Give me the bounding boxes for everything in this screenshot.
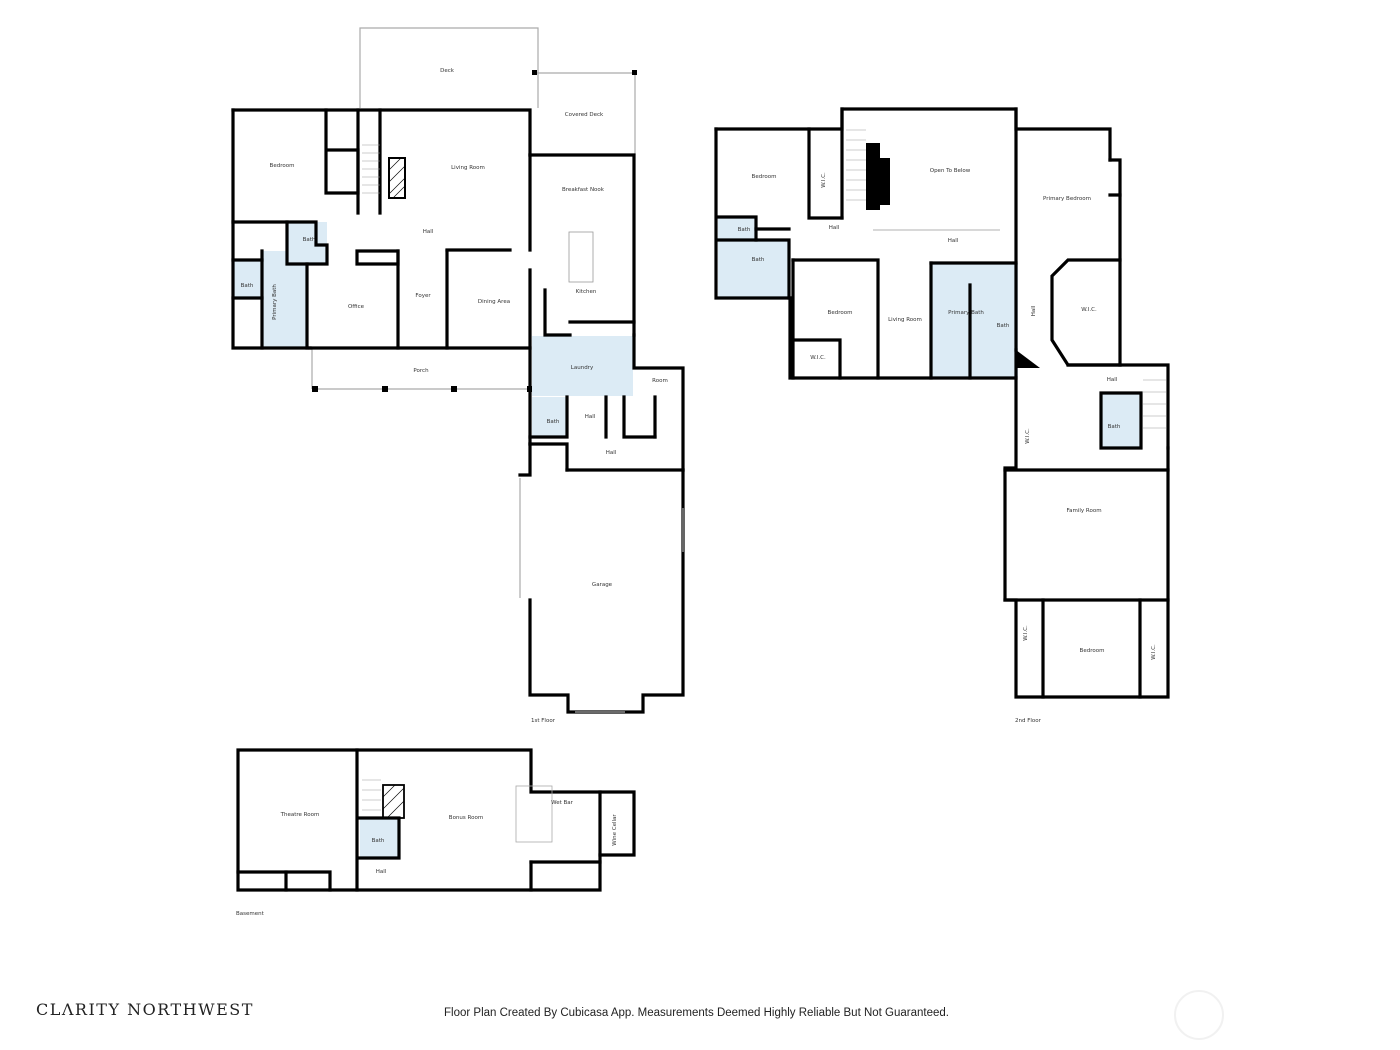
room-label-bath-basement: Bath	[371, 838, 385, 844]
floor-label-2nd: 2nd Floor	[1015, 718, 1041, 724]
room-label-deck: Deck	[440, 68, 454, 74]
room-label-dining-area: Dining Area	[477, 299, 511, 305]
floor-label-1st: 1st Floor	[531, 718, 555, 724]
first-floor-plan	[231, 27, 685, 714]
room-label-hall: Hall	[422, 229, 434, 235]
basement-plan	[236, 748, 636, 892]
disclaimer-text: Floor Plan Created By Cubicasa App. Meas…	[444, 1007, 949, 1019]
room-label-hall-vert: Hall	[1031, 305, 1037, 317]
room-label-wic-primary: W.I.C.	[1081, 307, 1097, 313]
room-label-laundry: Laundry	[570, 365, 594, 371]
room-label-theatre-room: Theatre Room	[280, 812, 320, 818]
second-floor-plan	[714, 107, 1170, 699]
floor-label-basement: Basement	[236, 911, 264, 917]
room-label-hall-basement: Hall	[375, 869, 387, 875]
room-label-bath-left: Bath	[240, 283, 254, 289]
room-label-bedroom-nw: Bedroom	[751, 174, 777, 180]
room-label-primary-bedroom: Primary Bedroom	[1043, 196, 1091, 202]
room-label-garage: Garage	[591, 582, 613, 588]
room-label-open-to-below: Open To Below	[929, 168, 971, 174]
room-label-wine-cellar: Wine Cellar	[612, 814, 618, 846]
room-label-bedroom-s: Bedroom	[1079, 648, 1105, 654]
room-label-hall-ne: Hall	[1106, 377, 1118, 383]
room-label-bath-small: Bath	[737, 227, 751, 233]
room-label-hall-e: Hall	[947, 238, 959, 244]
room-label-covered-deck: Covered Deck	[564, 112, 604, 118]
room-label-hall-small: Hall	[584, 414, 596, 420]
room-label-hall-lower: Hall	[605, 450, 617, 456]
room-label-breakfast-nook: Breakfast Nook	[562, 187, 604, 193]
room-label-kitchen: Kitchen	[575, 289, 597, 295]
room-label-primary-bath-2: Primary Bath	[948, 310, 984, 316]
room-label-family-room: Family Room	[1066, 508, 1102, 514]
room-label-porch: Porch	[413, 368, 429, 374]
room-label-living-room-2: Living Room	[888, 317, 922, 323]
room-label-wic-mid: W.I.C.	[810, 355, 826, 361]
watermark-circle-icon	[1174, 990, 1224, 1040]
room-label-bath-nw: Bath	[751, 257, 765, 263]
room-label-room: Room	[652, 378, 668, 384]
room-label-wic-nw: W.I.C.	[821, 172, 827, 188]
room-label-bath-laundry: Bath	[546, 419, 560, 425]
brand-logo-text: CLΛRITY NORTHWEST	[36, 1000, 254, 1019]
room-label-wic-sw: W.I.C.	[1023, 625, 1029, 641]
room-label-wet-bar: Wet Bar	[551, 800, 573, 806]
room-label-wic-se: W.I.C.	[1151, 644, 1157, 660]
room-label-bedroom: Bedroom	[269, 163, 295, 169]
room-label-foyer: Foyer	[415, 293, 431, 299]
room-label-wic-fam: W.I.C.	[1025, 428, 1031, 444]
room-label-bedroom-mid: Bedroom	[827, 310, 853, 316]
room-label-hall-w: Hall	[828, 225, 840, 231]
room-label-bonus-room: Bonus Room	[448, 815, 484, 821]
room-label-primary-bath: Primary Bath	[272, 284, 278, 320]
room-label-living-room: Living Room	[451, 165, 485, 171]
room-label-bath-upper: Bath	[302, 237, 316, 243]
room-label-office: Office	[347, 304, 365, 310]
room-label-bath-e: Bath	[996, 323, 1010, 329]
room-label-bath-ne: Bath	[1107, 424, 1121, 430]
